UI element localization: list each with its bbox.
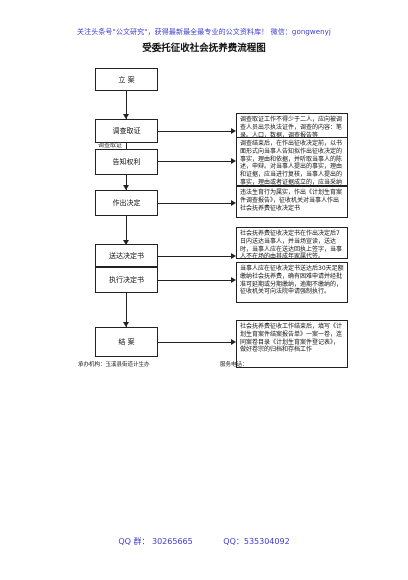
- arrow-icon: [231, 339, 236, 345]
- qq-number: QQ：535304092: [223, 537, 290, 546]
- step-notify: 告知权利: [95, 149, 158, 175]
- arrow-icon: [231, 200, 236, 206]
- arrow-icon: [231, 277, 236, 283]
- qq-group: QQ 群： 30265665: [118, 537, 193, 546]
- arrow-icon: [231, 253, 236, 259]
- step-decide: 作出决定: [95, 190, 158, 216]
- overlap-text: 调查取证: [98, 142, 123, 149]
- arrow-icon: [123, 240, 129, 245]
- arrow-icon: [123, 322, 129, 327]
- connector-line: [158, 280, 231, 281]
- connector-line: [158, 161, 231, 162]
- connector-line: [158, 203, 231, 204]
- arrow-icon: [231, 128, 236, 134]
- office-info: 承办机构：玉溪县街道计生办: [78, 362, 150, 368]
- arrow-icon: [231, 158, 236, 164]
- note-close: 社会抚养费征收工作结束后，填写《计划生育案件结案报告单》一案一卷，连同案卷目录《…: [236, 320, 348, 368]
- step-register: 立 案: [95, 68, 158, 91]
- step-deliver: 送达决定书: [95, 244, 158, 267]
- header-banner: 关注头条号"公文研究"，获得最新最全最专业的公文资料库！ 微信：gongweny…: [77, 28, 331, 36]
- arrow-icon: [123, 114, 129, 119]
- connector-line: [158, 342, 231, 343]
- note-decide: 违法生育行为属实，作出《计划生育案件调查报告》，征收机关对当事人作出社会抚养费征…: [236, 186, 348, 218]
- note-notify: 调查结束后，在作出征收决定前，以书面形式向当事人告知拟作出征收决定的事实，理由和…: [236, 137, 348, 186]
- note-deliver: 社会抚养费征收决定书在作出决定后7日内送达当事人，并当场宣读，送达时，当事人应在…: [236, 227, 348, 259]
- step-close: 结 案: [95, 327, 158, 357]
- connector-line: [158, 256, 231, 257]
- connector-line: [158, 131, 231, 132]
- footer-contacts: QQ 群： 30265665 QQ：535304092: [0, 536, 408, 547]
- step-investigate: 调查取证: [95, 119, 158, 143]
- page-title: 受委托征收社会抚养费流程图: [142, 43, 266, 54]
- step-execute: 执行决定书: [95, 267, 158, 293]
- service-phone: 服务电话：: [220, 362, 248, 368]
- note-execute: 当事人应在征收决定书送达后30天足额缴纳社会抚养费，确有困难申请并经批准可延期或…: [236, 262, 348, 303]
- arrow-icon: [123, 185, 129, 190]
